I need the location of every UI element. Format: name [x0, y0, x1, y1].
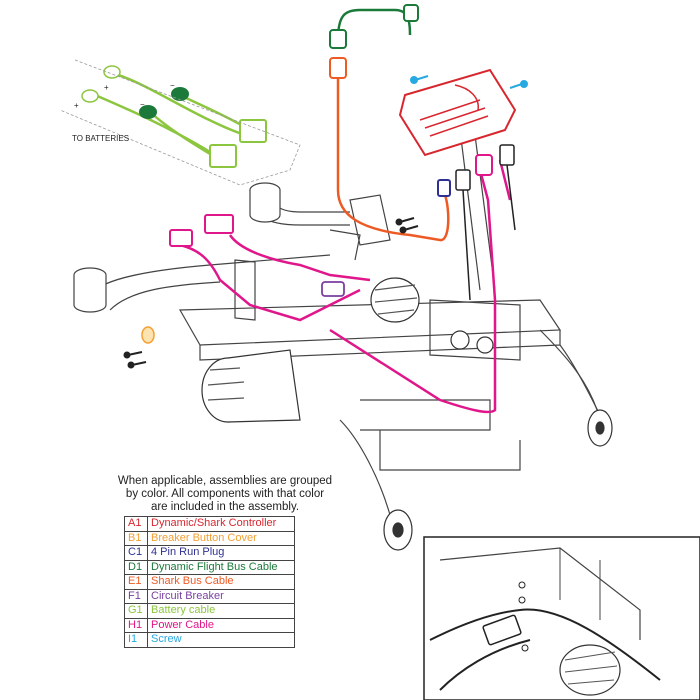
detail-inset	[423, 536, 700, 700]
battery-post-right	[249, 182, 281, 223]
legend-code: D1	[124, 559, 148, 575]
legend-code: F1	[124, 588, 148, 604]
legend-part-name: Screw	[147, 632, 295, 648]
legend-part-name: Power Cable	[147, 617, 295, 633]
legend-code: G1	[124, 603, 148, 619]
screw-icon	[410, 75, 528, 89]
legend-part-name: Circuit Breaker	[147, 588, 295, 604]
controller-harness-connectors	[455, 144, 516, 301]
battery-cables	[81, 65, 267, 168]
shark-controller	[398, 68, 517, 157]
gearbox-right	[450, 330, 494, 354]
caster-wheel-right	[587, 409, 613, 447]
to-batteries-label: TO BATTERIES	[72, 134, 129, 143]
mounting-screws	[123, 217, 419, 369]
assembly-note-line3: are included in the assembly.	[150, 501, 300, 513]
power-cable	[179, 159, 512, 414]
assembly-note-line2: by color. All components with that color	[125, 488, 325, 500]
chassis-frame	[89, 129, 606, 516]
battery-minus-bottom: −	[140, 100, 145, 109]
legend-code: I1	[124, 632, 148, 648]
legend-part-name: Breaker Button Cover	[147, 530, 295, 546]
assembly-note: When applicable, assemblies are grouped …	[90, 475, 360, 514]
legend-code: A1	[124, 516, 148, 532]
shark-bus-cable	[329, 57, 451, 242]
motor-left	[201, 349, 301, 423]
circuit-breaker	[321, 281, 345, 297]
battery-plus-bottom: +	[74, 101, 79, 110]
legend-part-name: Shark Bus Cable	[147, 574, 295, 590]
legend-code: E1	[124, 574, 148, 590]
battery-group-outline	[59, 59, 301, 186]
legend-part-name: Battery cable	[147, 603, 295, 619]
legend-part-name: 4 Pin Run Plug	[147, 545, 295, 561]
legend-code: C1	[124, 545, 148, 561]
power-cable-connectors	[169, 154, 493, 247]
breaker-button-cover	[141, 326, 155, 344]
battery-minus-top: −	[170, 81, 175, 90]
battery-post-left	[73, 267, 107, 313]
legend-part-name: Dynamic Flight Bus Cable	[147, 559, 295, 575]
assembly-note-line1: When applicable, assemblies are grouped	[117, 475, 333, 487]
legend-code: B1	[124, 530, 148, 546]
caster-wheel-left	[383, 509, 413, 551]
flight-bus-cable	[329, 4, 419, 49]
motor-right	[370, 277, 420, 323]
legend-part-name: Dynamic/Shark Controller	[147, 516, 295, 532]
legend-code: H1	[124, 617, 148, 633]
battery-plus-top: +	[104, 83, 109, 92]
